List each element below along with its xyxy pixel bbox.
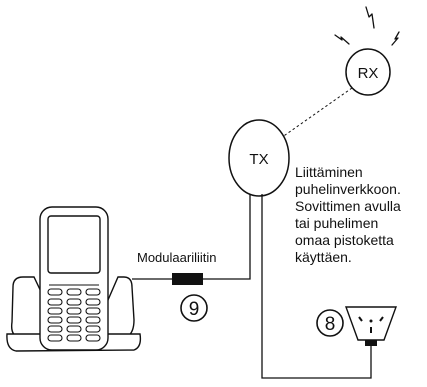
handset-screen bbox=[47, 215, 101, 274]
rx-label: RX bbox=[358, 65, 379, 82]
keypad-key bbox=[85, 307, 101, 315]
keypad-key bbox=[47, 325, 63, 333]
keypad-key bbox=[47, 288, 63, 296]
keypad-key bbox=[66, 325, 82, 333]
keypad-key bbox=[47, 334, 63, 342]
connector-label: Modulaariliitin bbox=[137, 250, 217, 265]
connector-cable bbox=[132, 194, 251, 280]
tx-label: TX bbox=[249, 151, 268, 168]
note-line: Sovittimen avulla bbox=[295, 198, 401, 214]
keypad-key bbox=[85, 325, 101, 333]
svg-text:8: 8 bbox=[325, 314, 336, 335]
keypad-key bbox=[66, 307, 82, 315]
wall-outlet-icon bbox=[345, 306, 397, 346]
keypad-key bbox=[85, 288, 101, 296]
svg-text:9: 9 bbox=[189, 299, 200, 320]
signal-lightning-icon bbox=[334, 6, 400, 46]
keypad-key bbox=[47, 316, 63, 324]
rx-receiver bbox=[345, 48, 391, 96]
modular-connector bbox=[172, 273, 203, 285]
keypad-key bbox=[47, 298, 63, 306]
keypad-key bbox=[66, 298, 82, 306]
badge-8: 8 bbox=[316, 309, 344, 337]
handset-keypad bbox=[47, 288, 101, 342]
connection-note: Liittäminen puhelinverkkoon. Sovittimen … bbox=[295, 164, 401, 266]
outlet-cable bbox=[261, 194, 372, 379]
keypad-key bbox=[85, 316, 101, 324]
note-line: tai puhelimen bbox=[295, 215, 379, 231]
wireless-link bbox=[277, 87, 353, 141]
keypad-key bbox=[66, 334, 82, 342]
note-line: omaa pistoketta bbox=[295, 232, 394, 248]
note-line: käyttäen. bbox=[295, 249, 352, 265]
note-line: Liittäminen bbox=[295, 164, 363, 180]
keypad-key bbox=[66, 288, 82, 296]
tx-transmitter bbox=[228, 119, 290, 197]
keypad-key bbox=[47, 307, 63, 315]
keypad-key bbox=[85, 334, 101, 342]
badge-9: 9 bbox=[180, 294, 208, 322]
note-line: puhelinverkkoon. bbox=[295, 181, 401, 197]
keypad-key bbox=[66, 316, 82, 324]
keypad-key bbox=[85, 298, 101, 306]
